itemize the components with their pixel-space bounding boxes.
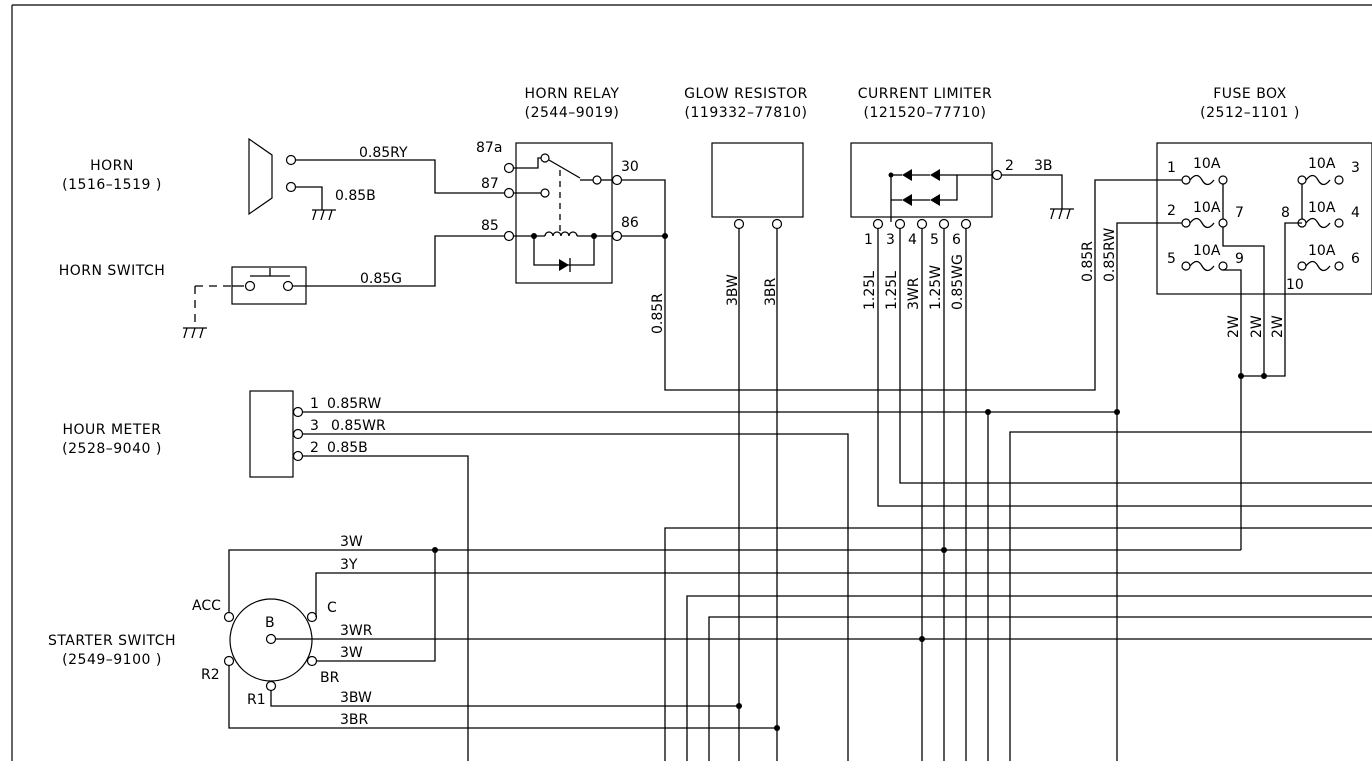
wire-label-glow-bw: 3BW: [725, 274, 741, 306]
fuse-box-part-number: (2512–1101 ): [1200, 105, 1300, 121]
starter-terminal-b: B: [265, 615, 275, 631]
fuse-rating: 10A: [1308, 243, 1336, 259]
wire-label-fuse-w: 2W: [1226, 315, 1242, 338]
horn-switch: HORN SWITCH: [59, 263, 307, 305]
wire-label-hm-3: 0.85WR: [331, 418, 386, 434]
starter-terminal-c: C: [327, 600, 337, 616]
glow-resistor: GLOW RESISTOR (119332–77810): [684, 86, 808, 230]
wire-label-ss-3y: 3Y: [340, 557, 358, 573]
starter-terminal-r1: R1: [247, 692, 266, 708]
starter-terminal-br: BR: [320, 670, 340, 686]
wire-label-horn-b: 0.85B: [335, 188, 376, 204]
horn-symbol: [248, 137, 273, 216]
relay-pin-86: 86: [621, 215, 639, 231]
horn: HORN (1516–1519 ): [62, 137, 297, 216]
fuse-pin-5: 5: [1167, 251, 1176, 267]
fuse-box-label: FUSE BOX: [1213, 86, 1287, 102]
glow-resistor-label: GLOW RESISTOR: [684, 86, 808, 102]
wire-label-fuse-r: 0.85R: [1080, 241, 1096, 282]
fuse-pin-10: 10: [1286, 277, 1304, 293]
limiter-pin-2: 2: [1005, 158, 1014, 174]
current-limiter: CURRENT LIMITER (121520–77710) 1 3 4 5 6…: [850, 86, 1014, 248]
wire-label-ss-3w: 3W: [340, 534, 363, 550]
ground-symbol: [1050, 208, 1074, 220]
wire-label-fuse-w: 2W: [1270, 315, 1286, 338]
limiter-pin-3: 3: [886, 232, 895, 248]
wire-label-cl-1: 1.25L: [862, 271, 878, 310]
starter-switch-label: STARTER SWITCH: [48, 633, 176, 649]
glow-resistor-part-number: (119332–77810): [685, 105, 808, 121]
limiter-pin-6: 6: [952, 232, 961, 248]
horn-label: HORN: [90, 158, 134, 174]
hour-meter: HOUR METER (2528–9040 ) 1 3 2: [62, 390, 319, 478]
limiter-pin-5: 5: [930, 232, 939, 248]
horn-switch-label: HORN SWITCH: [59, 263, 166, 279]
wire-label-relay30-r: 0.85R: [650, 293, 666, 334]
wire-label-fuse-rw: 0.85RW: [1102, 228, 1118, 282]
fuse-pin-6: 6: [1351, 251, 1360, 267]
wire-label-cl-2: 3B: [1034, 158, 1053, 174]
wire-label-cl-6: 0.85WG: [950, 254, 966, 310]
limiter-pin-1: 1: [864, 232, 873, 248]
drawing-frame: [11, 4, 1372, 761]
current-limiter-part-number: (121520–77710): [864, 105, 987, 121]
current-limiter-label: CURRENT LIMITER: [858, 86, 993, 102]
starter-switch: STARTER SWITCH (2549–9100 ) ACC C B R2 R…: [48, 598, 340, 708]
wire-label-ss-3w-bottom: 3W: [340, 645, 363, 661]
fuse-rating: 10A: [1193, 156, 1221, 172]
relay-pin-87: 87: [481, 176, 499, 192]
starter-terminal-r2: R2: [201, 667, 220, 683]
hour-meter-part-number: (2528–9040 ): [62, 441, 162, 457]
fuse-pin-8: 8: [1281, 205, 1290, 221]
hour-meter-pin-3: 3: [310, 418, 319, 434]
fuse-pin-2: 2: [1167, 203, 1176, 219]
fuse-rating: 10A: [1308, 200, 1336, 216]
hour-meter-label: HOUR METER: [62, 422, 161, 438]
fuse-pin-7: 7: [1235, 205, 1244, 221]
fuse-pin-3: 3: [1351, 160, 1360, 176]
wire-label-horn-sw-g: 0.85G: [360, 271, 402, 287]
fuse-rating: 10A: [1193, 243, 1221, 259]
fuse-rating: 10A: [1308, 156, 1336, 172]
horn-relay-label: HORN RELAY: [525, 86, 620, 102]
ground-symbol: [183, 327, 207, 339]
wire-label-cl-5: 1.25W: [928, 265, 944, 310]
fuse-pin-9: 9: [1235, 251, 1244, 267]
horn-relay: HORN RELAY (2544–9019) 87a 87 85 30 86: [476, 86, 639, 284]
starter-switch-part-number: (2549–9100 ): [62, 652, 162, 668]
hour-meter-pin-2: 2: [310, 440, 319, 456]
wire-label-ss-3wr: 3WR: [340, 623, 373, 639]
fuse-rating: 10A: [1193, 200, 1221, 216]
horn-part-number: (1516–1519 ): [62, 177, 162, 193]
wire-label-cl-3: 1.25L: [884, 271, 900, 310]
limiter-pin-4: 4: [908, 232, 917, 248]
fuse-box: FUSE BOX (2512–1101 ) 10A 10A 10A 10A: [1156, 86, 1372, 295]
relay-pin-87a: 87a: [476, 140, 502, 156]
wire-label-hm-1: 0.85RW: [327, 396, 381, 412]
fuse-pin-1: 1: [1167, 160, 1176, 176]
relay-pin-30: 30: [621, 159, 639, 175]
wire-label-glow-br: 3BR: [763, 277, 779, 306]
wire-label-fuse-w: 2W: [1249, 315, 1265, 338]
wire-label-horn-ry: 0.85RY: [359, 145, 408, 161]
relay-pin-85: 85: [481, 218, 499, 234]
wire-label-cl-4: 3WR: [906, 277, 922, 310]
fuse-pin-4: 4: [1351, 205, 1360, 221]
horn-relay-part-number: (2544–9019): [525, 105, 620, 121]
wire-label-ss-3bw: 3BW: [340, 690, 372, 706]
ground-symbol: [312, 209, 336, 221]
hour-meter-pin-1: 1: [310, 396, 319, 412]
wire-label-ss-3br: 3BR: [340, 712, 369, 728]
wire-label-hm-2: 0.85B: [327, 440, 368, 456]
starter-terminal-acc: ACC: [192, 598, 221, 614]
